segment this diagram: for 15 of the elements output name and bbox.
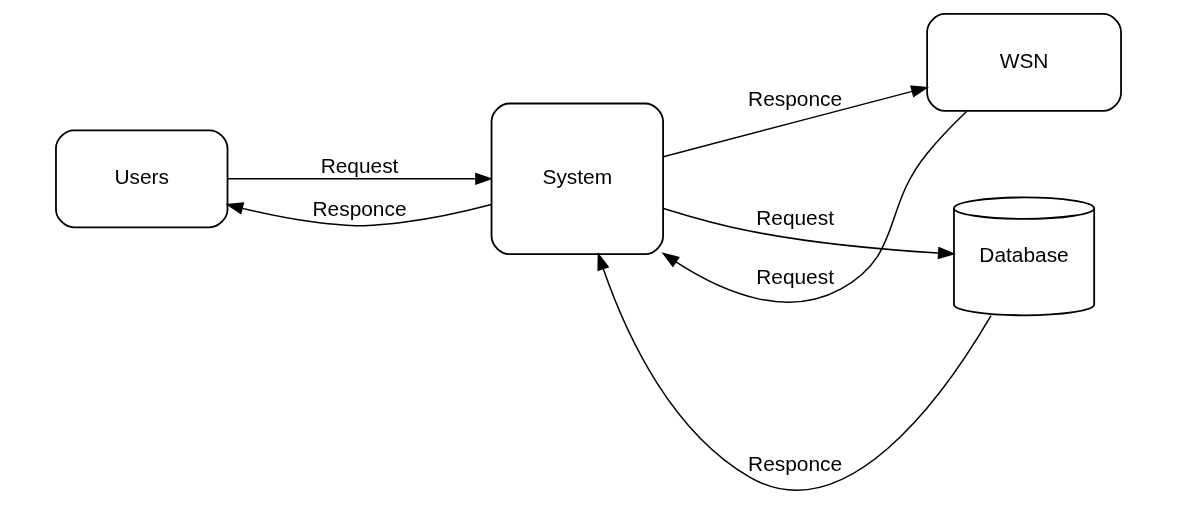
edge-label: Responce [748,452,843,476]
arrow [661,110,968,303]
arrow [662,85,929,158]
edge-label: Responce [312,197,407,221]
edge-label: Request [320,154,399,178]
arrow [597,252,992,491]
arrow [662,207,956,260]
node-box: WSN [926,13,1122,112]
edge-label: Request [756,206,834,230]
node-box: System [490,102,664,256]
node-box: Users [55,129,229,229]
edge-label: Responce [748,87,843,111]
arrow [226,172,494,186]
edge-label: Request [756,264,834,288]
arrow [225,202,493,227]
